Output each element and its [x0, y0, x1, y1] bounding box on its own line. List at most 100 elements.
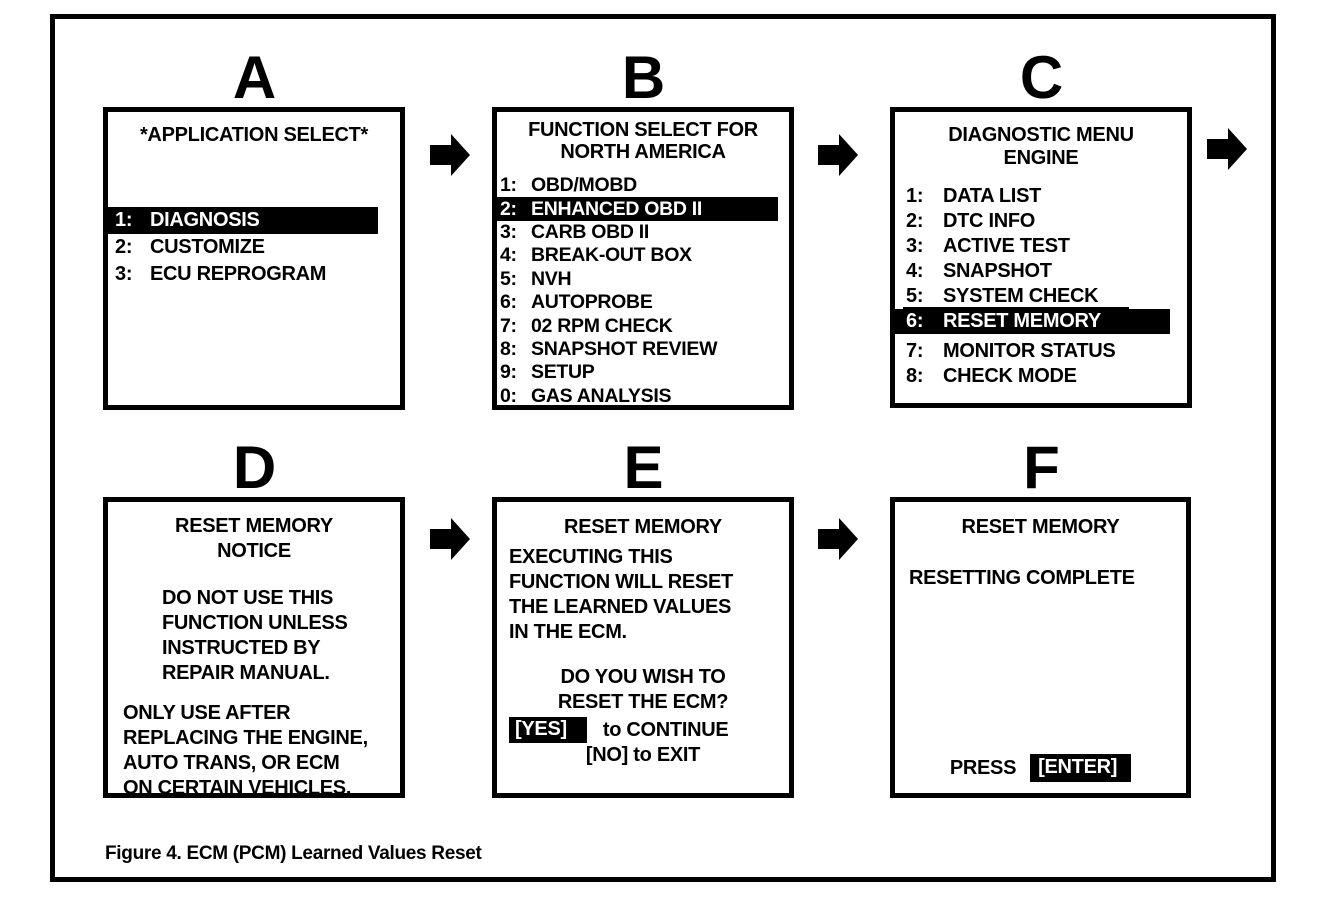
panel-letter-f: F — [1023, 434, 1060, 501]
flow-arrow-icon — [818, 132, 858, 178]
menu-item-number: 7: — [906, 340, 924, 362]
notice-line: ON CERTAIN VEHICLES. — [123, 777, 352, 799]
menu-item: 0: GAS ANALYSIS — [497, 385, 789, 408]
menu-item: 3: ECU REPROGRAM — [108, 261, 400, 288]
screen-reset-memory-complete: RESET MEMORY RESETTING COMPLETE PRESS [E… — [890, 497, 1191, 798]
menu-item-number: 9: — [500, 361, 517, 384]
confirm-body-line: FUNCTION WILL RESET — [509, 571, 733, 593]
notice-line: ONLY USE AFTER — [123, 702, 291, 724]
panel-letter-b: B — [621, 44, 665, 111]
screen-reset-memory-confirm: RESET MEMORY EXECUTING THIS FUNCTION WIL… — [492, 497, 794, 798]
menu-item-label: 02 RPM CHECK — [531, 314, 673, 337]
press-enter-line: PRESS [ENTER] — [895, 754, 1186, 782]
menu-item: 9: SETUP — [497, 361, 789, 384]
menu-item-number: 4: — [500, 244, 517, 267]
panel-letter-c: C — [1019, 44, 1063, 111]
screen-title-line: NOTICE — [217, 540, 291, 562]
menu-item-number: 6: — [906, 310, 924, 332]
screen-function-select: FUNCTION SELECT FOR NORTH AMERICA 1: OBD… — [492, 107, 794, 410]
menu-item: 3: CARB OBD II — [497, 221, 789, 244]
menu-item-number: 1: — [906, 185, 924, 207]
menu-item-number: 1: — [500, 174, 517, 197]
screen-title: DIAGNOSTIC MENU ENGINE — [895, 124, 1187, 170]
menu-item: 6: AUTOPROBE — [497, 291, 789, 314]
confirm-body: EXECUTING THIS FUNCTION WILL RESET THE L… — [509, 545, 789, 645]
menu-item-number: 2: — [906, 210, 924, 232]
flow-arrow-icon — [1207, 126, 1247, 172]
flow-arrow-icon — [430, 132, 470, 178]
menu-item: 5: NVH — [497, 268, 789, 291]
menu-item-number: 3: — [906, 235, 924, 257]
menu-item-label: CHECK MODE — [943, 365, 1077, 387]
menu-item-label: DATA LIST — [943, 185, 1042, 207]
menu-item-label: RESET MEMORY — [943, 310, 1101, 332]
menu-item-label: GAS ANALYSIS — [531, 384, 672, 407]
menu-item-label: OBD/MOBD — [531, 174, 637, 197]
notice-paragraph: ONLY USE AFTER REPLACING THE ENGINE, AUT… — [123, 701, 400, 801]
confirm-body-line: THE LEARNED VALUES — [509, 596, 732, 618]
menu-item-number: 8: — [500, 337, 517, 360]
menu-item-label: ENHANCED OBD II — [531, 197, 703, 220]
notice-line: AUTO TRANS, OR ECM — [123, 752, 340, 774]
menu-item-label: CUSTOMIZE — [150, 236, 265, 258]
menu-item-label: SNAPSHOT — [943, 260, 1052, 282]
flow-arrow-icon — [430, 516, 470, 562]
menu-item-label: ACTIVE TEST — [943, 235, 1070, 257]
menu-item-label: DIAGNOSIS — [150, 209, 260, 231]
menu-item-label: ECU REPROGRAM — [150, 263, 327, 285]
confirm-body-line: EXECUTING THIS — [509, 546, 673, 568]
screen-title-line: NORTH AMERICA — [560, 141, 726, 163]
menu-item: 8: SNAPSHOT REVIEW — [497, 338, 789, 361]
panel-letter-a: A — [232, 44, 276, 111]
menu-item-label: SNAPSHOT REVIEW — [531, 337, 718, 360]
notice-line: DO NOT USE THIS — [162, 587, 334, 609]
menu-list: 1: DATA LIST 2: DTC INFO 3: ACTIVE TEST … — [895, 184, 1187, 389]
menu-item-number: 8: — [906, 365, 924, 387]
figure-border — [50, 14, 1276, 882]
menu-item: 3: ACTIVE TEST — [895, 234, 1187, 259]
press-label: PRESS — [949, 756, 1017, 779]
screen-reset-memory-notice: RESET MEMORY NOTICE DO NOT USE THIS FUNC… — [103, 497, 405, 801]
confirm-body-line: IN THE ECM. — [509, 621, 627, 643]
menu-item: 8: CHECK MODE — [895, 364, 1187, 389]
menu-item-number: 3: — [115, 263, 133, 285]
menu-item-label: SETUP — [531, 361, 595, 384]
menu-item-label: SYSTEM CHECK — [943, 285, 1099, 307]
screen-title: *APPLICATION SELECT* — [139, 124, 369, 146]
menu-item-label: DTC INFO — [943, 210, 1036, 232]
menu-item: 4: BREAK-OUT BOX — [497, 244, 789, 267]
menu-item-number: 4: — [906, 260, 924, 282]
menu-item-number: 5: — [500, 267, 517, 290]
menu-item-label: MONITOR STATUS — [943, 340, 1116, 362]
menu-item-underlined: 5: SYSTEM CHECK — [895, 284, 1187, 310]
figure-caption: Figure 4. ECM (PCM) Learned Values Reset — [105, 843, 482, 864]
menu-item-number: 6: — [500, 291, 517, 314]
screen-title: RESET MEMORY — [564, 516, 722, 538]
notice-line: INSTRUCTED BY — [162, 637, 321, 659]
confirm-question-line: RESET THE ECM? — [557, 691, 729, 713]
yes-suffix-text: to CONTINUE — [602, 718, 729, 741]
screen-application-select: *APPLICATION SELECT* 1: DIAGNOSIS 2: CUS… — [103, 107, 405, 410]
screen-title: RESET MEMORY — [961, 516, 1120, 538]
menu-item: 2: CUSTOMIZE — [108, 234, 400, 261]
notice-paragraph: DO NOT USE THIS FUNCTION UNLESS INSTRUCT… — [162, 586, 400, 686]
menu-item-number: 2: — [115, 236, 133, 258]
notice-line: FUNCTION UNLESS — [162, 612, 348, 634]
enter-key: [ENTER] — [1030, 754, 1132, 782]
menu-list: 1: DIAGNOSIS 2: CUSTOMIZE 3: ECU REPROGR… — [108, 207, 400, 288]
menu-item-label: NVH — [531, 267, 572, 290]
menu-item: 7: 02 RPM CHECK — [497, 314, 789, 337]
notice-line: REPAIR MANUAL. — [162, 662, 330, 684]
menu-item: 2: DTC INFO — [895, 209, 1187, 234]
menu-item-number: 7: — [500, 314, 517, 337]
menu-item-selected: 6: RESET MEMORY — [895, 309, 1170, 334]
screen-title-line: FUNCTION SELECT FOR — [528, 119, 758, 141]
flow-arrow-icon — [818, 516, 858, 562]
no-exit-line: [NO] to EXIT — [585, 744, 701, 766]
menu-item-number: 0: — [500, 384, 517, 407]
menu-item-number: 1: — [115, 209, 133, 231]
status-line: RESETTING COMPLETE — [909, 567, 1135, 589]
menu-item: 7: MONITOR STATUS — [895, 339, 1187, 364]
menu-item-number: 3: — [500, 220, 517, 243]
menu-item-label: BREAK-OUT BOX — [531, 244, 692, 267]
